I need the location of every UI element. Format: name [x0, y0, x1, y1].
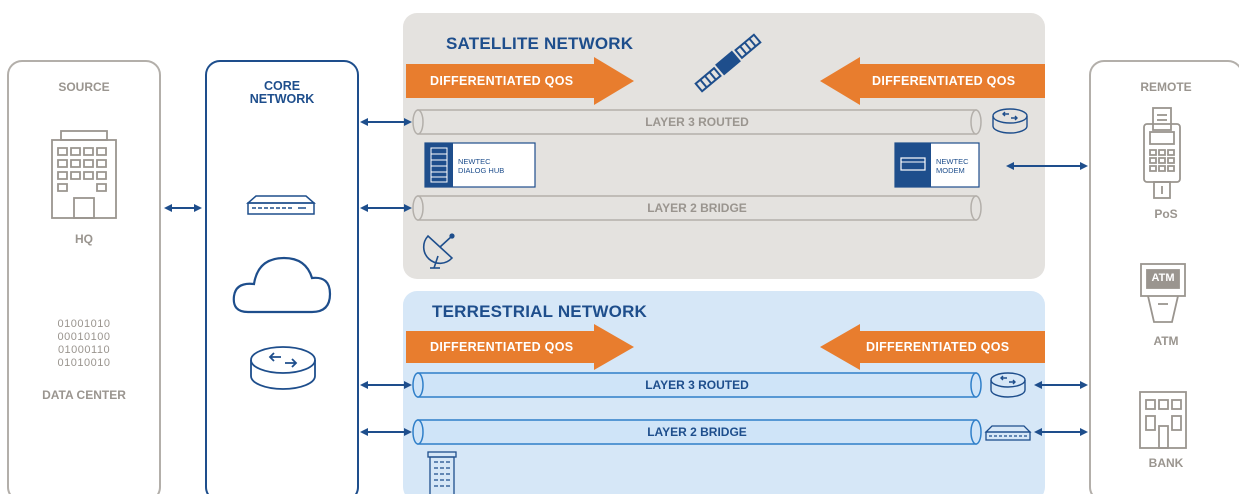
dialog-hub-line1: NEWTEC	[458, 157, 491, 166]
source-title: SOURCE	[58, 80, 110, 94]
terrestrial-layer3-label: LAYER 3 ROUTED	[645, 378, 749, 392]
pipe-satellite-layer2	[412, 195, 982, 221]
modem-line1: NEWTEC	[936, 157, 969, 166]
pipe-terrestrial-layer2	[412, 419, 982, 445]
satellite-layer3-label: LAYER 3 ROUTED	[645, 115, 749, 129]
qos-arrow-right-terrestrial	[406, 324, 634, 370]
terrestrial-qos-left-label: DIFFERENTIATED QOS	[430, 340, 574, 354]
hq-label: HQ	[75, 232, 93, 246]
satellite-icon	[694, 33, 762, 93]
satellite-dish-icon	[422, 233, 455, 269]
satellite-qos-left-label: DIFFERENTIATED QOS	[430, 74, 574, 88]
switch-icon-terrestrial	[984, 425, 1032, 441]
dialog-hub-line2: DIALOG HUB	[458, 166, 505, 175]
modem-label: NEWTEC MODEM	[936, 157, 969, 175]
newtec-dialog-hub-icon	[424, 142, 536, 188]
qos-arrow-left-satellite	[820, 57, 1045, 105]
pos-terminal-icon	[1143, 107, 1181, 199]
dialog-hub-label: NEWTEC DIALOG HUB	[458, 157, 504, 175]
newtec-modem-icon	[894, 142, 980, 188]
core-title-line1: CORE	[263, 79, 301, 93]
binary-line: 01010010	[57, 357, 111, 369]
router-icon-terrestrial	[990, 372, 1026, 398]
core-network-box	[205, 60, 359, 494]
terrestrial-layer2-label: LAYER 2 BRIDGE	[647, 425, 747, 439]
pipe-terrestrial-layer3	[412, 372, 982, 398]
binary-line: 00010100	[57, 331, 111, 343]
qos-arrow-right-satellite	[406, 57, 634, 105]
atm-machine-icon	[1140, 263, 1186, 323]
router-icon-core	[250, 346, 316, 390]
remote-title: REMOTE	[1140, 80, 1192, 94]
pos-label: PoS	[1154, 207, 1178, 221]
satellite-network-title: SATELLITE NETWORK	[446, 34, 634, 53]
core-title-line2: NETWORK	[249, 92, 315, 106]
source-box	[7, 60, 161, 494]
hq-building-icon	[51, 130, 117, 219]
bank-label: BANK	[1148, 456, 1184, 470]
satellite-qos-right-label: DIFFERENTIATED QOS	[872, 74, 1016, 88]
building-icon-terrestrial	[427, 451, 457, 494]
pipe-satellite-layer3	[412, 109, 982, 135]
binary-line: 01001010	[57, 318, 111, 330]
router-icon-satellite	[992, 108, 1028, 134]
cloud-icon	[232, 256, 332, 314]
remote-box	[1089, 60, 1239, 494]
atm-screen-text: ATM	[1151, 272, 1175, 284]
terrestrial-network-title: TERRESTRIAL NETWORK	[432, 302, 648, 321]
terrestrial-qos-right-label: DIFFERENTIATED QOS	[866, 340, 1010, 354]
switch-icon-core	[246, 195, 316, 215]
core-title: CORE NETWORK	[206, 80, 358, 106]
atm-label: ATM	[1153, 334, 1179, 348]
modem-line2: MODEM	[936, 166, 965, 175]
binary-data: 01001010 00010100 01000110 01010010	[8, 318, 160, 370]
satellite-layer2-label: LAYER 2 BRIDGE	[647, 201, 747, 215]
binary-line: 01000110	[57, 344, 111, 356]
bank-building-icon	[1139, 391, 1187, 449]
qos-arrow-left-terrestrial	[820, 324, 1045, 370]
datacenter-label: DATA CENTER	[42, 388, 126, 402]
